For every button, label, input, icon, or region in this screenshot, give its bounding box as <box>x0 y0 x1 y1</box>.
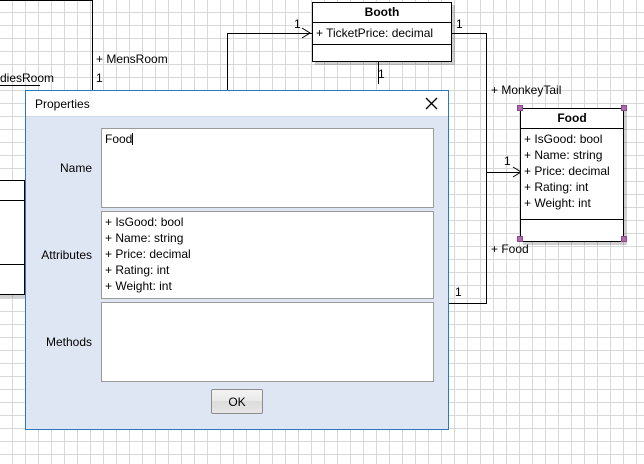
methods-input[interactable] <box>101 302 434 382</box>
attributes-input[interactable]: + IsGood: bool + Name: string + Price: d… <box>101 211 434 299</box>
close-x-glyph <box>425 97 437 110</box>
selection-handle-bottom-left[interactable] <box>517 236 523 242</box>
connector-segment <box>378 62 379 84</box>
uml-methods-compartment <box>0 265 24 270</box>
uml-class-title: Booth <box>313 3 451 23</box>
uml-attribute-row: l <box>0 203 21 219</box>
connector-segment <box>0 85 40 86</box>
attributes-line: + Name: string <box>105 231 184 245</box>
uml-attribute-row: + Price: decimal <box>524 164 610 178</box>
methods-field-row: Methods <box>26 299 448 382</box>
uml-class-food[interactable]: Food + IsGood: bool + Name: string + Pri… <box>520 108 624 220</box>
uml-attribute-row: + Rating: int <box>524 180 589 194</box>
multiplicity-label: 1 <box>294 17 301 31</box>
connector-segment <box>227 33 228 103</box>
dialog-button-row: OK <box>26 389 448 414</box>
uml-attributes-compartment: + IsGood: bool + Name: string + Price: d… <box>521 129 623 214</box>
uml-attribute-row: + Name: string <box>524 148 603 162</box>
properties-dialog[interactable]: Properties Name Food Attributes + I <box>25 90 449 430</box>
multiplicity-label: 1 <box>378 67 385 81</box>
methods-label: Methods <box>45 335 92 349</box>
name-input-value: Food <box>105 132 134 146</box>
connector-segment <box>486 33 487 303</box>
ok-button[interactable]: OK <box>211 389 263 414</box>
edge-label-ladiesroom: diesRoom <box>0 71 55 85</box>
name-field-row: Name Food <box>26 117 448 208</box>
uml-attributes-compartment: l <box>0 201 24 265</box>
connector-segment <box>227 33 312 34</box>
uml-attribute-row: + IsGood: bool <box>524 132 603 146</box>
edge-label-food: + Food <box>491 242 529 256</box>
attributes-line: + Weight: int <box>105 279 172 293</box>
edge-label-mensroom: + MensRoom <box>96 52 168 66</box>
arrowhead-icon <box>301 27 311 39</box>
edge-label-monkeytail: + MonkeyTail <box>491 83 562 97</box>
uml-attributes-compartment: + TicketPrice: decimal <box>313 23 451 45</box>
attributes-field-row: Attributes + IsGood: bool + Name: string… <box>26 208 448 299</box>
attributes-label: Attributes <box>41 248 92 262</box>
uml-class-title <box>0 181 24 201</box>
multiplicity-label: 1 <box>456 17 463 31</box>
uml-class-partial-left[interactable]: l <box>0 180 25 295</box>
dialog-title: Properties <box>35 96 90 111</box>
multiplicity-label: 1 <box>455 285 462 299</box>
close-icon[interactable] <box>422 95 440 113</box>
multiplicity-label: 1 <box>504 154 511 168</box>
connector-segment <box>0 0 93 1</box>
uml-methods-compartment <box>313 45 451 68</box>
uml-class-title: Food <box>521 109 623 129</box>
dialog-body: Name Food Attributes + IsGood: bool + Na… <box>26 117 448 430</box>
attributes-line: + Rating: int <box>105 263 170 277</box>
connector-segment <box>440 303 487 304</box>
connector-segment <box>452 33 486 34</box>
attributes-line: + IsGood: bool <box>105 215 184 229</box>
dialog-title-bar[interactable]: Properties <box>26 91 448 117</box>
connector-segment <box>486 172 520 173</box>
selection-handle-bottom-right[interactable] <box>621 236 627 242</box>
text-caret <box>132 133 134 145</box>
connector-segment <box>92 0 93 100</box>
name-label: Name <box>59 161 92 175</box>
uml-class-booth[interactable]: Booth + TicketPrice: decimal <box>312 2 452 62</box>
selection-handle-top-left[interactable] <box>517 105 523 111</box>
multiplicity-label: 1 <box>96 71 103 85</box>
uml-attribute-row: + TicketPrice: decimal <box>316 26 434 40</box>
attributes-line: + Price: decimal <box>105 247 191 261</box>
selection-handle-top-right[interactable] <box>621 105 627 111</box>
uml-attribute-row: + Weight: int <box>524 196 591 210</box>
name-input[interactable]: Food <box>101 128 434 208</box>
uml-class-food-methods[interactable] <box>520 220 624 242</box>
